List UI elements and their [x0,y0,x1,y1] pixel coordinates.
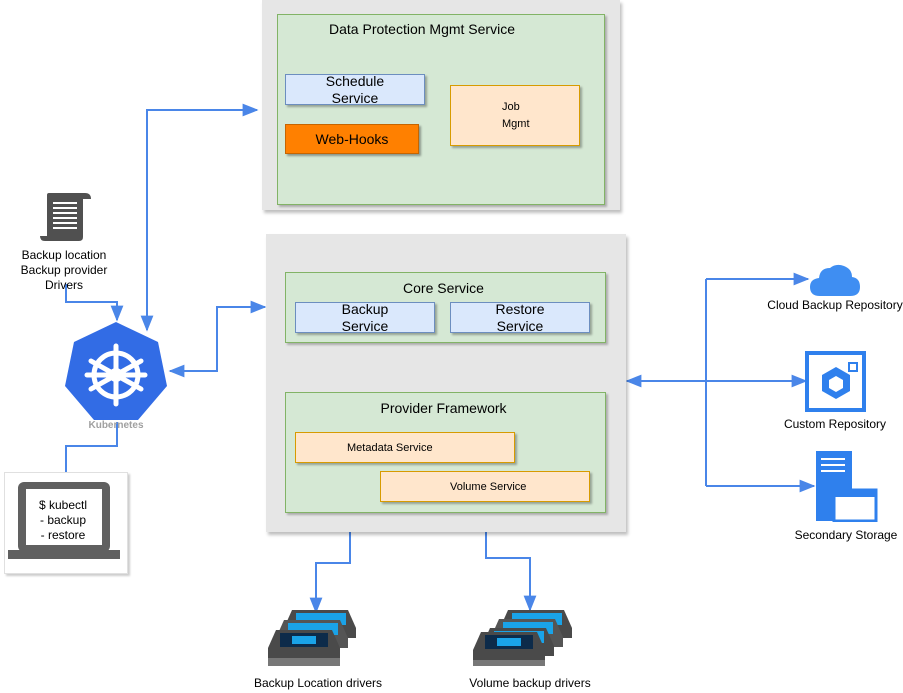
config-doc-label: Backup location Backup provider Drivers [20,248,108,292]
dpms-title: Data Protection Mgmt Service [329,21,515,37]
restore-service: Restore Service [450,301,590,334]
backup-service: Backup Service [295,301,435,334]
driver-stack-icon [266,608,358,668]
cloud-repo-label: Cloud Backup Repository [767,298,903,312]
core-title: Core Service [403,280,484,296]
cloud-icon [808,262,862,298]
custom-repo-label: Custom Repository [783,417,887,431]
terminal-text: $ kubectl - backup - restore [38,498,88,542]
schedule-service: Schedule Service [285,73,425,106]
job-mgmt: Job Mgmt [450,85,580,146]
provider-title: Provider Framework [380,400,507,416]
k8s-to-core-connector [168,300,267,378]
volume-backup-drivers-label: Volume backup drivers [469,676,591,690]
laptop-to-k8s-connector [65,422,118,472]
laptop-icon [6,480,120,562]
server-storage-icon [814,450,878,523]
kubernetes-icon [63,320,169,422]
volume-service: Volume Service [380,471,590,502]
secondary-storage-label: Secondary Storage [794,528,898,542]
k8s-to-dpms-connector [140,103,259,332]
script-icon [39,191,93,243]
config-to-k8s-connector [65,284,124,322]
web-hooks: Web-Hooks [285,124,419,154]
metadata-service: Metadata Service [295,432,515,463]
kubernetes-label: Kubernetes [88,420,144,431]
driver-stack-icon [472,608,574,668]
cube-icon [805,351,866,412]
backup-location-drivers-label: Backup Location drivers [253,676,383,690]
